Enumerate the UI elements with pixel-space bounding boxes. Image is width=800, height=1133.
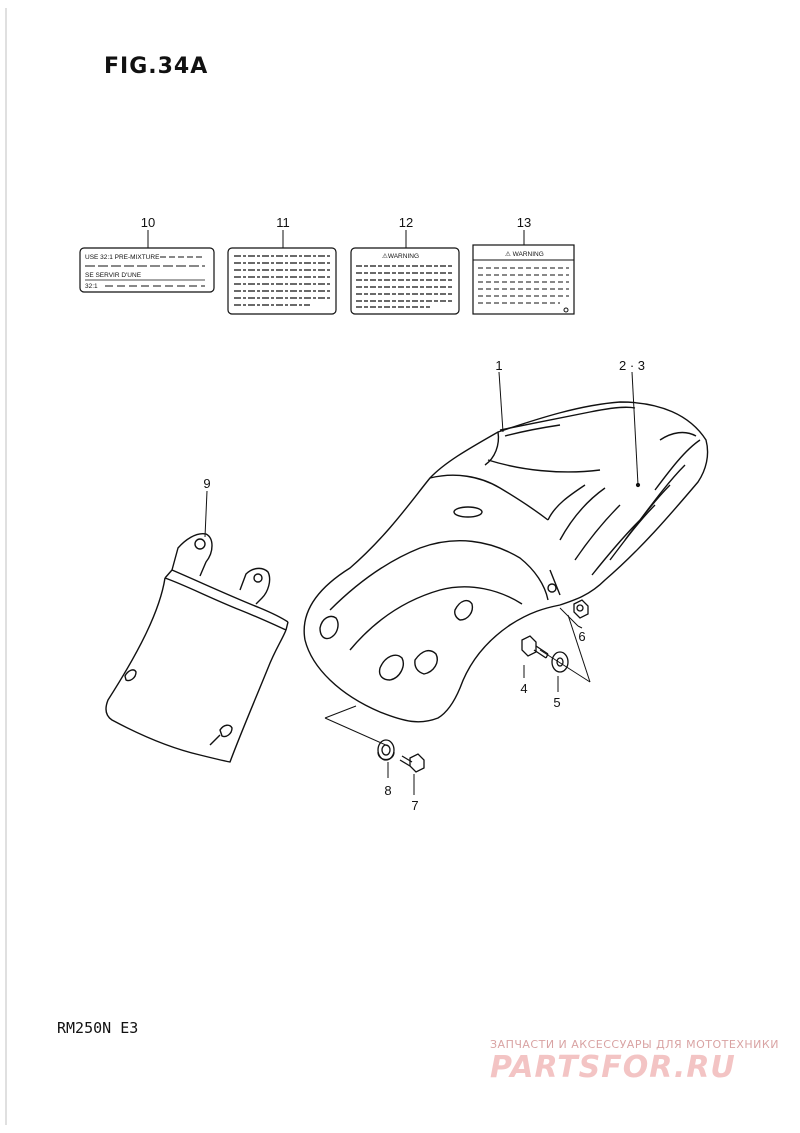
- bolt-part-7: [399, 753, 425, 773]
- watermark-caption: ЗАПЧАСТИ И АКСЕССУАРЫ ДЛЯ МОТОТЕХНИКИ: [490, 1038, 779, 1051]
- watermark-logo: PARTSFOR.RU: [490, 1050, 736, 1085]
- label-12-heading: ⚠WARNING: [382, 252, 419, 260]
- nut-part-6: [573, 599, 589, 619]
- rear-fender-part-1: [303, 401, 709, 723]
- washer-part-5: [551, 651, 569, 673]
- hardware-leader-lines: [523, 607, 591, 692]
- callout-6: 6: [578, 629, 585, 644]
- label-10-line3: 32:1: [85, 283, 98, 290]
- callout-9: 9: [203, 476, 210, 491]
- label-10-line1: USE 32:1 PRE-MIXTURE: [85, 254, 160, 261]
- label-13-heading: ⚠ WARNING: [505, 250, 544, 258]
- label-13-decal: ⚠ WARNING: [472, 244, 575, 315]
- callout-5: 5: [553, 695, 560, 710]
- fender-leader-lines: [498, 371, 641, 488]
- figure-title: FIG.34A: [104, 54, 209, 79]
- lower-leader-lines: [324, 705, 415, 795]
- callout-4: 4: [520, 681, 527, 696]
- callout-12: 12: [399, 215, 413, 230]
- callout-2-3: 2 · 3: [619, 358, 645, 373]
- mud-flap-part-9: [105, 533, 289, 763]
- callout-10: 10: [141, 215, 155, 230]
- callout-13: 13: [517, 215, 531, 230]
- label-leader-lines: [147, 230, 525, 248]
- callout-11: 11: [276, 215, 290, 230]
- label-11-decal: [227, 247, 337, 315]
- leader-9: [204, 490, 208, 538]
- callout-1: 1: [495, 358, 502, 373]
- callout-8: 8: [384, 783, 391, 798]
- bolt-part-4: [521, 635, 549, 659]
- label-10-decal: USE 32:1 PRE-MIXTURE SE SERVIR D'UNE 32:…: [79, 247, 215, 293]
- label-12-decal: ⚠WARNING: [350, 247, 460, 315]
- label-10-line2: SE SERVIR D'UNE: [85, 272, 142, 279]
- callout-7: 7: [411, 798, 418, 813]
- model-code: RM250N E3: [57, 1019, 139, 1037]
